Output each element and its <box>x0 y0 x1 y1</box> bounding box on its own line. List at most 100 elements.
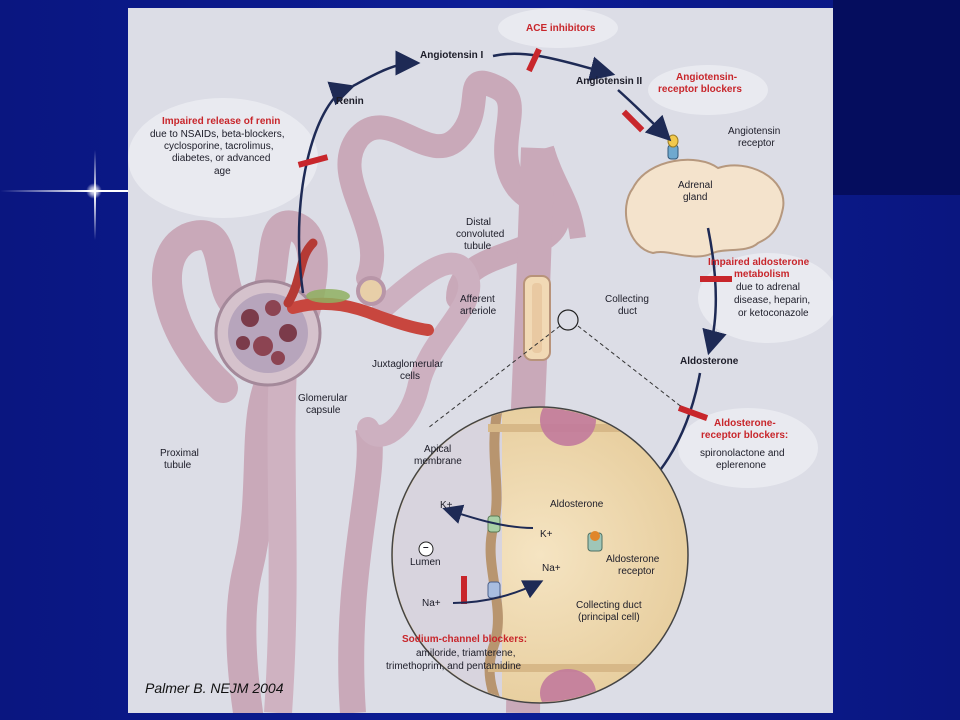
distal-convoluted-tubule <box>337 70 573 310</box>
k-lumen-label: K+ <box>440 500 453 511</box>
adrenal-gland <box>624 158 785 258</box>
angiotensin-ii-to-receptor-arrow <box>617 89 672 142</box>
ace-inhibitors-label: ACE inhibitors <box>526 23 596 34</box>
lumen-label: Lumen <box>410 557 441 568</box>
mra-title-line1: Aldosterone- <box>714 418 776 429</box>
loop-descending <box>264 367 297 713</box>
na-reabsorption-arrow <box>452 580 544 604</box>
angiotensin-receptor-label-line1: Angiotensin <box>728 126 781 137</box>
capillary-loop <box>236 336 250 350</box>
afferent-arteriole-label-line2: arteriole <box>460 306 497 317</box>
collecting-duct-branch <box>538 145 586 240</box>
neighbor-nucleus-bottom <box>540 669 596 702</box>
juxtaglomerular-cells <box>306 289 350 303</box>
mra-label-cloud <box>678 408 818 488</box>
aldosterone-receptor-label-line1: Aldosterone <box>606 554 660 565</box>
impaired-renin-line2: cyclosporine, tacrolimus, <box>164 141 274 152</box>
impaired-renin-line1: due to NSAIDs, beta-blockers, <box>150 129 285 140</box>
k-cell-label: K+ <box>540 529 553 540</box>
renin-label-cloud <box>128 98 318 218</box>
impaired-aldosterone-title-line2: metabolism <box>734 269 790 280</box>
kidney-raas-illustration <box>128 8 833 713</box>
capillary-loop <box>253 336 273 356</box>
light-flare-center <box>86 183 102 199</box>
mra-blocker <box>677 405 709 421</box>
adrenal-gland-label-line2: gland <box>683 192 708 203</box>
arb-label-line1: Angiotensin- <box>676 72 738 83</box>
k-secretion-arrow <box>442 504 534 529</box>
angiotensin-ii-label: Angiotensin II <box>576 76 643 87</box>
impaired-aldosterone-line4: disease, heparin, <box>734 295 811 306</box>
capillary-loop <box>265 300 281 316</box>
sodium-channel-blockers-line1: amiloride, triamterene, <box>416 648 516 659</box>
sodium-channel-blockers-line2: trimethoprim, and pentamidine <box>386 661 522 672</box>
na-cell-label: Na+ <box>542 563 561 574</box>
angiotensin-receptor-label-line2: receptor <box>738 138 775 149</box>
angiotensin-ligand-icon <box>667 134 679 148</box>
apical-membrane-label-line2: membrane <box>414 456 462 467</box>
capillary-loop <box>241 309 259 327</box>
zoom-source-circle <box>557 309 579 331</box>
negative-charge-icon <box>418 541 434 557</box>
impaired-aldosterone-title-line1: Impaired aldosterone <box>708 257 810 268</box>
na-channel-icon <box>487 581 501 599</box>
aldo-metab-cloud <box>698 253 833 343</box>
citation-text: Palmer B. NEJM 2004 <box>145 680 284 696</box>
slide-corner-block <box>833 0 960 195</box>
capillary-loop <box>279 324 297 342</box>
renin-to-angiotensin-i-arrow <box>297 81 356 294</box>
impaired-aldosterone-line3: due to adrenal <box>736 282 800 293</box>
aldosterone-ligand-icon <box>590 531 600 541</box>
impaired-renin-line4: age <box>214 166 231 177</box>
tubule-cross-section <box>356 276 386 306</box>
afferent-arteriole-label-line1: Afferent <box>460 294 495 305</box>
aldosterone-inset-label: Aldosterone <box>550 499 604 510</box>
adrenal-to-aldosterone-arrow <box>702 227 727 356</box>
aldosterone-label: Aldosterone <box>680 356 739 367</box>
ace-label-cloud <box>498 8 618 48</box>
mra-drugs-line1: spironolactone and <box>700 448 785 459</box>
afferent-arteriole <box>287 297 434 336</box>
apical-membrane <box>484 408 503 702</box>
sodium-channel-blockers-title: Sodium-channel blockers: <box>402 634 528 645</box>
proximal-tubule-label-line2: tubule <box>164 460 192 471</box>
collecting-duct-lumen <box>532 283 542 353</box>
juxtaglomerular-label-line1: Juxtaglomerular <box>372 359 444 370</box>
arb-label-line2: receptor blockers <box>658 84 742 95</box>
aldosterone-receptor-label-line2: receptor <box>618 566 655 577</box>
mra-title-line2: receptor blockers: <box>701 430 789 441</box>
arb-blocker <box>621 109 645 133</box>
impaired-renin-title: Impaired release of renin <box>162 116 281 127</box>
zoom-line-right <box>577 325 684 409</box>
juxtaglomerular-label-line2: cells <box>400 371 421 382</box>
adrenal-gland-label-line1: Adrenal <box>678 180 713 191</box>
ace-inhibitor-blocker <box>526 47 542 73</box>
principal-cell-label-line2: (principal cell) <box>578 612 640 623</box>
diagram-panel: ACE inhibitors Angiotensin I Angiotensin… <box>128 8 833 713</box>
sodium-channel-blocker <box>461 576 467 604</box>
distal-tubule-label-line1: Distal <box>466 217 492 228</box>
proximal-tubule-label-line1: Proximal <box>160 448 199 459</box>
capillary-loop <box>271 351 285 365</box>
collecting-duct-label-line2: duct <box>618 306 637 317</box>
neighbor-nucleus-top <box>540 408 596 446</box>
mra-drugs-line2: eplerenone <box>716 460 767 471</box>
distal-tubule-label-line2: convoluted <box>456 229 505 240</box>
collecting-duct-label-line1: Collecting <box>605 294 649 305</box>
renin-release-blocker <box>297 154 329 168</box>
principal-cell-label-line1: Collecting duct <box>576 600 642 611</box>
distal-tubule-label-line3: tubule <box>464 241 492 252</box>
renin-label: Renin <box>336 96 364 107</box>
na-lumen-label: Na+ <box>422 598 441 609</box>
light-flare-horizontal <box>0 190 128 192</box>
apical-membrane-label-line1: Apical <box>424 444 452 455</box>
glomerular-capsule-label-line2: capsule <box>306 405 341 416</box>
negative-charge-label: – <box>423 542 429 553</box>
angiotensin-i-to-ii-arrow <box>492 52 616 81</box>
angiotensin-i-label: Angiotensin I <box>420 50 484 61</box>
arb-label-cloud <box>648 65 768 115</box>
aldosterone-metabolism-blocker <box>700 276 732 282</box>
impaired-aldosterone-line5: or ketoconazole <box>738 308 809 319</box>
impaired-renin-line3: diabetes, or advanced <box>172 153 271 164</box>
loop-ascending <box>338 425 383 713</box>
